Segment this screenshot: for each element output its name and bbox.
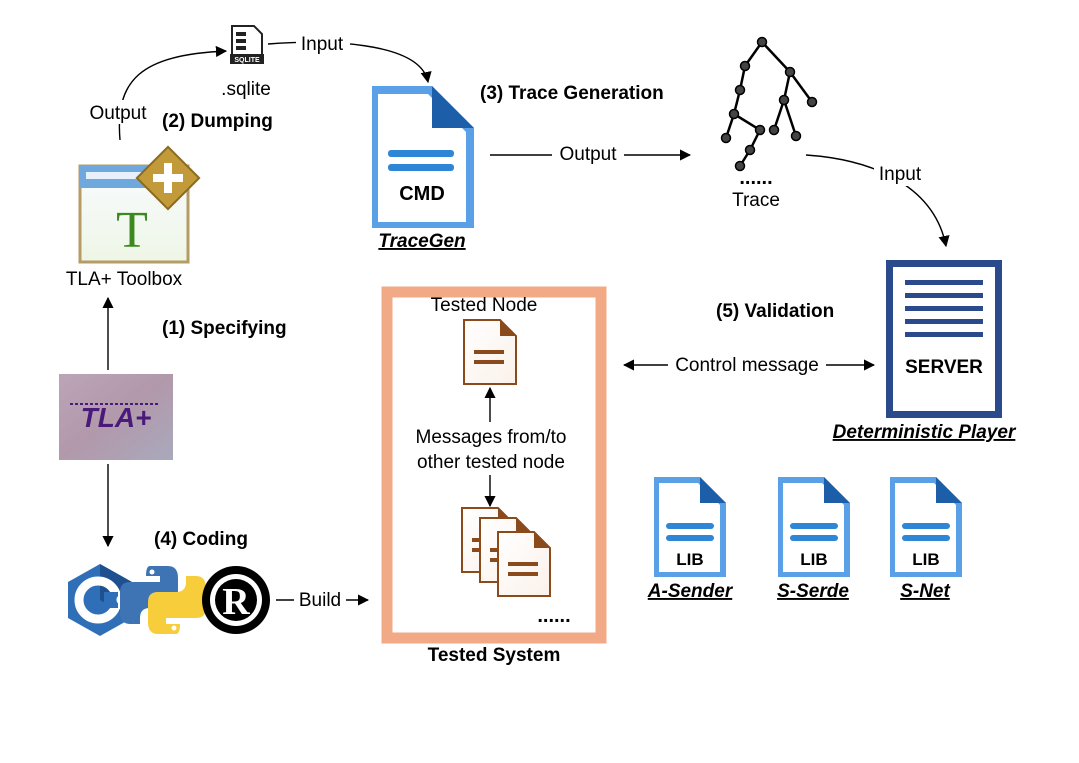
cpp-logo-icon: C++ [68,564,139,636]
lib-s-net-icon: LIB [890,477,962,577]
lib-name-a-sender: A-Sender [647,581,734,602]
trace-label: Trace [732,190,780,211]
step-coding: (4) Coding [154,529,248,550]
player-name: Deterministic Player [833,422,1017,443]
tested-system-frame [381,286,607,644]
input-label-1: Input [301,34,344,55]
step-validation: (5) Validation [716,301,834,322]
tracegen-doc-icon: CMD [372,86,474,228]
input-edge-sqlite-tracegen [267,41,432,84]
rust-letter: R [222,581,250,623]
lib-a-sender-icon: LIB [654,477,726,577]
plus-diamond-icon [135,145,201,211]
tla-logo-text: TLA+ [81,402,152,433]
tla-logo: TLA+ [59,374,173,460]
tested-node-label: Tested Node [431,295,538,316]
messages-line-2: other tested node [417,452,565,473]
output-label-2: Output [559,144,617,165]
lib-doc-text: LIB [676,550,703,569]
lib-name-s-net: S-Net [900,581,950,602]
sqlite-label: .sqlite [221,79,271,100]
lib-doc-text: LIB [800,550,827,569]
tested-system-dots: ...... [537,605,570,627]
sqlite-file-icon: SQLITE [230,25,264,64]
server-text: SERVER [905,357,983,378]
output-label-1: Output [89,103,147,124]
rust-logo-icon: R [202,566,270,634]
lib-s-serde-icon: LIB [778,477,850,577]
sqlite-icon-text: SQLITE [234,57,260,64]
step-trace-generation: (3) Trace Generation [480,83,664,104]
tracegen-doc-text: CMD [399,183,445,205]
build-label: Build [299,590,341,611]
step-dumping: (2) Dumping [162,111,273,132]
tested-node-doc-icon [463,319,517,385]
lib-name-s-serde: S-Serde [777,581,849,602]
toolbox-letter: T [116,202,148,259]
trace-dots: ...... [739,167,772,189]
trace-tree-icon [720,36,818,172]
lib-doc-text: LIB [912,550,939,569]
messages-line-1: Messages from/to [416,427,567,448]
other-nodes-doc-stack [461,507,551,597]
toolbox-label: TLA+ Toolbox [66,269,183,290]
server-icon: SERVER [886,260,1002,418]
tested-system-name: Tested System [428,645,561,666]
step-specifying: (1) Specifying [162,318,287,339]
tracegen-name: TraceGen [378,231,465,252]
control-message-label: Control message [675,355,819,376]
python-logo-icon [120,566,206,634]
tla-toolbox-icon: T [78,145,201,264]
input-label-2: Input [879,164,922,185]
